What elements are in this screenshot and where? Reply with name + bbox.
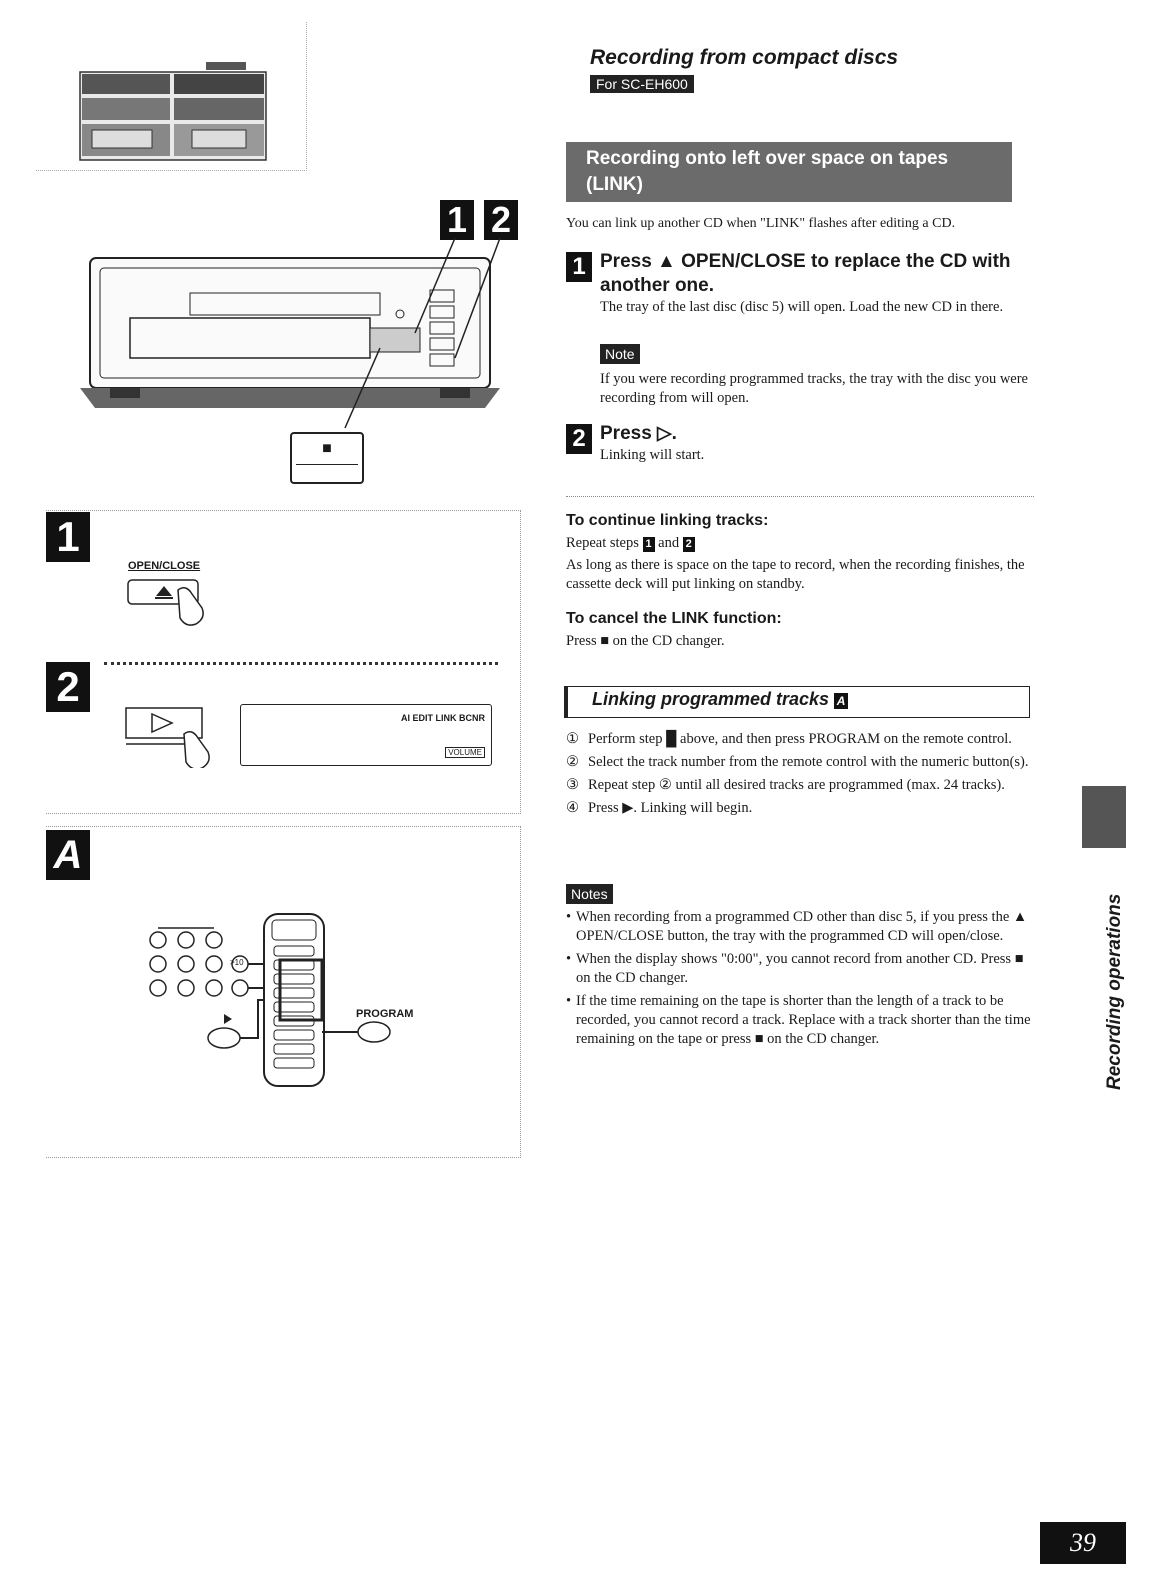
- cancel-text: Press ■ on the CD changer.: [566, 633, 725, 649]
- side-tab-label: Recording operations: [1104, 893, 1125, 1090]
- section-banner: Recording onto left over space on tapes …: [566, 142, 1012, 202]
- step-1-body: The tray of the last disc (disc 5) will …: [600, 299, 1004, 315]
- programmed-heading: Linking programmed tracks: [592, 689, 830, 709]
- step-2-body: Linking will start.: [600, 447, 705, 463]
- continue-heading: To continue linking tracks:: [566, 512, 769, 529]
- stereo-system-thumbnail: [79, 62, 267, 161]
- programmed-item: ④ Press ▶. Linking will begin.: [566, 799, 1032, 818]
- programmed-item: ③ Repeat step ② until all desired tracks…: [566, 776, 1032, 795]
- notes-item: • If the time remaining on the tape is s…: [566, 993, 1031, 1047]
- numeric-10-label: >10: [230, 958, 244, 967]
- programmed-item-num: ②: [566, 754, 579, 770]
- cd-changer-illustration: [80, 238, 501, 429]
- page-title: Recording from compact discs: [590, 46, 899, 69]
- volume-indicator: VOLUME: [445, 747, 485, 758]
- play-button-illustration: [125, 707, 210, 768]
- figure-step-1-label: 1: [440, 200, 474, 240]
- programmed-item-text: Repeat step ② until all desired tracks a…: [588, 777, 1005, 793]
- programmed-item: ① Perform step █ above, and then press P…: [566, 730, 1032, 749]
- notes-label: Notes: [566, 884, 613, 904]
- continue-step-b: 2: [682, 537, 695, 552]
- stop-button-callout: ■: [290, 432, 364, 484]
- open-close-label: OPEN/CLOSE: [128, 560, 201, 572]
- step-1-badge: 1: [566, 252, 592, 282]
- note-text: If you were recording programmed tracks,…: [600, 371, 1028, 406]
- intro-text: You can link up another CD when "LINK" f…: [566, 216, 956, 231]
- programmed-item-num: ④: [566, 800, 579, 816]
- step-2-badge: 2: [566, 424, 592, 454]
- panel-step-1-badge: 1: [46, 512, 90, 562]
- open-close-button-illustration: [127, 579, 204, 626]
- programmed-item-num: ③: [566, 777, 579, 793]
- notes-item-text: When the display shows "0:00", you canno…: [576, 951, 1024, 986]
- remote-control-illustration: [149, 913, 391, 1087]
- panel-a-box: [46, 826, 521, 1158]
- programmed-item: ② Select the track number from the remot…: [566, 753, 1032, 772]
- continue-text: As long as there is space on the tape to…: [566, 557, 1025, 592]
- notes-list: • When recording from a programmed CD ot…: [566, 908, 1032, 1053]
- programmed-list: ① Perform step █ above, and then press P…: [566, 730, 1032, 822]
- program-label: PROGRAM: [356, 1008, 414, 1020]
- continue-repeat-line: Repeat steps 1 and 2: [566, 534, 695, 553]
- panel-steps-box: [46, 510, 521, 814]
- note-label: Note: [600, 344, 640, 364]
- programmed-item-text: Press ▶. Linking will begin.: [588, 800, 753, 816]
- model-badge: For SC-EH600: [590, 75, 694, 93]
- system-thumbnail-frame: [36, 22, 307, 171]
- continue-step-a: 1: [642, 537, 655, 552]
- panel-a-badge: A: [46, 830, 90, 880]
- programmed-item-text: Perform step █ above, and then press PRO…: [588, 731, 1012, 747]
- panel-step-2-badge: 2: [46, 662, 90, 712]
- display-indicators: AI EDIT LINK BCNR: [401, 713, 485, 723]
- stop-symbol: ■: [322, 440, 332, 457]
- notes-item: • When the display shows "0:00", you can…: [566, 951, 1024, 986]
- cancel-heading: To cancel the LINK function:: [566, 610, 782, 627]
- step-2-heading: Press ▷.: [600, 423, 677, 444]
- display-panel-illustration: AI EDIT LINK BCNR VOLUME: [240, 704, 492, 766]
- continue-and: and: [658, 535, 680, 551]
- page-number: 39: [1040, 1522, 1126, 1564]
- programmed-item-text: Select the track number from the remote …: [588, 754, 1029, 770]
- programmed-ref: A: [834, 693, 849, 709]
- section-divider: [566, 496, 1034, 497]
- notes-item-text: When recording from a programmed CD othe…: [576, 909, 1028, 944]
- figure-step-2-label: 2: [484, 200, 518, 240]
- panel-divider: [104, 662, 498, 665]
- notes-item-text: If the time remaining on the tape is sho…: [576, 993, 1031, 1047]
- step-1-heading: Press ▲ OPEN/CLOSE to replace the CD wit…: [600, 251, 1011, 296]
- notes-item: • When recording from a programmed CD ot…: [566, 909, 1028, 944]
- side-tab-marker: [1082, 786, 1126, 848]
- programmed-heading-box: Linking programmed tracks A: [564, 686, 1030, 718]
- continue-repeat-prefix: Repeat steps: [566, 535, 639, 551]
- programmed-item-num: ①: [566, 731, 579, 747]
